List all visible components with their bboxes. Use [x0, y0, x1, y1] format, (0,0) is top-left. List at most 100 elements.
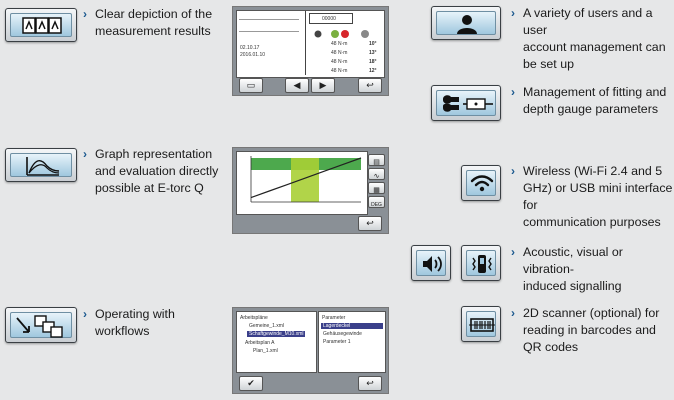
- return-icon: ↩: [366, 218, 374, 228]
- feature-line: reading in barcodes and: [523, 323, 656, 337]
- angle-value: 10°: [369, 41, 377, 47]
- return-icon: ↩: [366, 378, 374, 388]
- scanner-icon-button: [461, 306, 501, 342]
- feature-scanner: › 2D scanner (optional) for reading in b…: [511, 306, 660, 354]
- feature-wireless: › Wireless (Wi-Fi 2.4 and 5 GHz) or USB …: [511, 164, 673, 229]
- graph-icon-button: [5, 148, 77, 182]
- feature-graph: › Graph representation and evaluation di…: [83, 147, 219, 195]
- graph-view-button[interactable]: ∿: [368, 168, 385, 180]
- arrow-left-icon: ◀: [293, 80, 301, 90]
- graph-table-button[interactable]: ▦: [368, 182, 385, 194]
- back-button[interactable]: ↩: [358, 216, 382, 231]
- fitting-icon-button: [431, 85, 501, 121]
- feature-line: be set up: [523, 57, 574, 71]
- feature-line: Acoustic, visual or vibration-: [523, 245, 623, 276]
- tree-root: Arbeitspläne: [240, 315, 268, 321]
- wifi-icon: [470, 175, 494, 192]
- graph-screen: [236, 151, 368, 215]
- graph-side-toolbar: ▤ ∿ ▦ DEG: [368, 154, 385, 210]
- workflow-steps-icon: [16, 315, 63, 338]
- param-item[interactable]: Parameter 1: [323, 339, 351, 345]
- tree-item[interactable]: Plan_1.xml: [253, 348, 278, 354]
- graph-zoom-button[interactable]: ▤: [368, 154, 385, 166]
- back-button[interactable]: ↩: [358, 376, 382, 391]
- next-button[interactable]: ▶: [311, 78, 335, 93]
- user-icon: [457, 15, 477, 34]
- workflow-icon-button: [5, 307, 77, 343]
- feature-measurement: › Clear depiction of the measurement res…: [83, 7, 213, 38]
- arrow-right-icon: ▶: [319, 80, 327, 90]
- feature-line: Clear depiction of the: [95, 7, 213, 21]
- sound-icon-button: [411, 245, 451, 281]
- workflow-tree-panel: Arbeitspläne Gemeine_1.xml Schaftgewinde…: [236, 311, 317, 373]
- wireless-icon-button: [461, 165, 501, 201]
- measurement-results-icon-button: [5, 8, 77, 42]
- feature-users: › A variety of users and a user account …: [511, 5, 674, 73]
- lime-zone: [291, 158, 319, 202]
- feature-line: possible at E-torc Q: [95, 181, 204, 195]
- vibration-icon: [472, 255, 492, 273]
- table-icon: ▦: [373, 187, 380, 194]
- screenshot-measurement: 02.10.17 2016.01.10 00000 48 N·m 48 N·m …: [232, 6, 389, 96]
- feature-line: Operating with: [95, 307, 175, 321]
- feature-line: 2D scanner (optional) for: [523, 306, 660, 320]
- feature-line: GHz) or USB mini interface for: [523, 181, 673, 212]
- header-label: 00000: [322, 16, 336, 22]
- feature-line: Management of fitting and: [523, 85, 667, 99]
- wrench-gauge-icon: [443, 95, 493, 112]
- nm-label: 48 N·m: [331, 59, 348, 65]
- screenshot-workflows: Arbeitspläne Gemeine_1.xml Schaftgewinde…: [232, 307, 389, 394]
- confirm-button[interactable]: ✔: [239, 376, 263, 391]
- angle-value: 13°: [369, 50, 377, 56]
- feature-line: measurement results: [95, 24, 211, 38]
- angle-value: 18°: [369, 59, 377, 65]
- nm-label: 48 N·m: [331, 68, 348, 74]
- return-icon: ↩: [366, 80, 374, 90]
- tree-item[interactable]: Gemeine_1.xml: [249, 323, 285, 329]
- nm-label: 48 N·m: [331, 41, 348, 47]
- feature-line: depth gauge parameters: [523, 102, 659, 116]
- param-item-selected[interactable]: Lagerdeckel: [321, 323, 383, 329]
- feature-fitting: › Management of fitting and depth gauge …: [511, 85, 667, 116]
- param-item[interactable]: Gehäusegewinde: [323, 331, 362, 337]
- vibration-icon-button: [461, 245, 501, 281]
- feature-line: Graph representation: [95, 147, 213, 161]
- measurement-screen: 02.10.17 2016.01.10 00000 48 N·m 48 N·m …: [236, 10, 385, 78]
- curve-icon: ∿: [373, 173, 380, 180]
- measurement-results-icon: [22, 17, 62, 34]
- feature-line: A variety of users and a user: [523, 6, 653, 37]
- result-date: 2016.01.10: [240, 52, 266, 58]
- barcode-scanner-icon: [469, 318, 495, 332]
- parameter-panel: Parameter Lagerdeckel Gehäusegewinde Par…: [318, 311, 386, 373]
- unit-label: DEG: [371, 202, 382, 208]
- tree-item[interactable]: Arbeitsplan A: [245, 340, 275, 346]
- feature-workflows: › Operating with workflows: [83, 307, 175, 338]
- check-icon: ✔: [247, 378, 255, 388]
- feature-line: Wireless (Wi-Fi 2.4 and 5: [523, 164, 663, 178]
- tree-item-selected[interactable]: Schaftgewinde_M10.xml: [247, 331, 306, 337]
- graph-curve-icon: [26, 157, 60, 176]
- feature-line: account management can: [523, 40, 666, 54]
- status-dots: [313, 29, 383, 39]
- param-title: Parameter: [322, 315, 346, 321]
- zoom-icon: ▤: [373, 159, 380, 166]
- result-header: 00000: [309, 13, 353, 24]
- torque-curve: [250, 157, 362, 199]
- previous-button[interactable]: ◀: [285, 78, 309, 93]
- screenshot-graph: ▤ ∿ ▦ DEG ↩: [232, 147, 389, 234]
- feature-line: communication purposes: [523, 215, 661, 229]
- result-list-panel: 02.10.17 2016.01.10: [237, 11, 306, 75]
- nm-label: 48 N·m: [331, 50, 348, 56]
- trash-icon: ▭: [246, 80, 256, 90]
- angle-value: 12°: [369, 68, 377, 74]
- feature-line: workflows: [95, 324, 150, 338]
- back-button[interactable]: ↩: [358, 78, 382, 93]
- feature-line: and evaluation directly: [95, 164, 219, 178]
- user-icon-button: [431, 6, 501, 40]
- result-date: 02.10.17: [240, 45, 260, 51]
- graph-unit-select[interactable]: DEG: [368, 196, 385, 208]
- feature-line: induced signalling: [523, 279, 622, 293]
- torque-graph: [250, 156, 362, 203]
- feature-line: QR codes: [523, 340, 579, 354]
- delete-button[interactable]: ▭: [239, 78, 263, 93]
